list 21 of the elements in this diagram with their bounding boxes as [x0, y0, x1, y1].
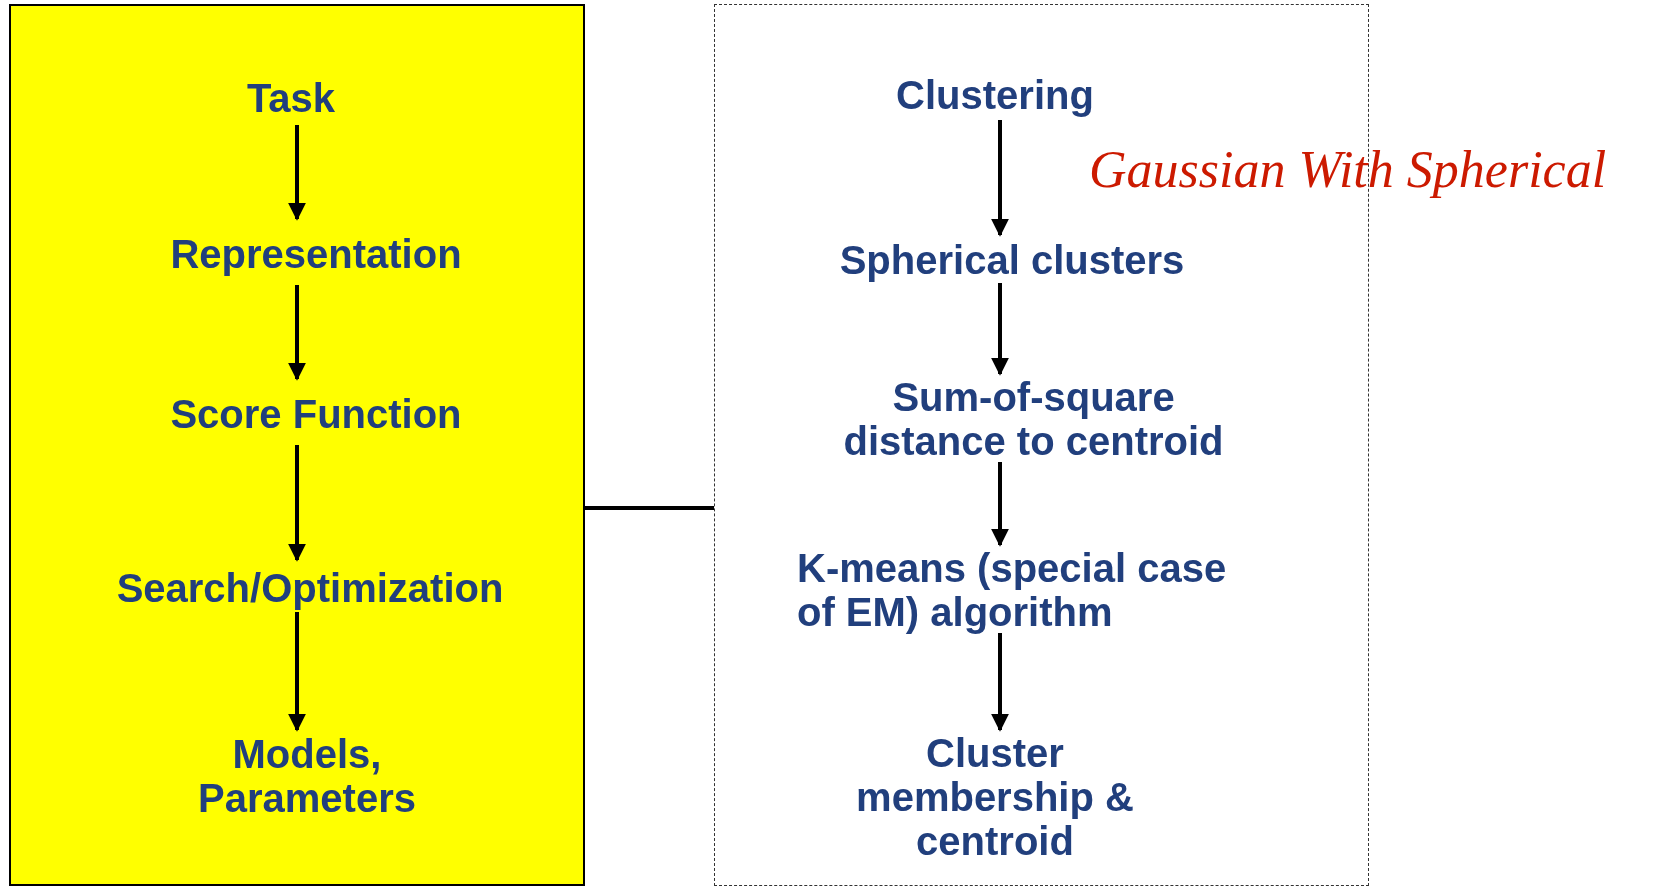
step-label: Sum-of-square distance to centroid	[842, 375, 1225, 463]
arrow	[991, 462, 1009, 547]
step-label: Representation	[170, 232, 462, 276]
arrow	[288, 285, 306, 381]
arrow	[991, 120, 1009, 237]
step-label: Clustering	[896, 73, 1094, 117]
step-label: Task	[246, 75, 336, 120]
step-label: Cluster membership & centroid	[855, 731, 1135, 863]
step-label: Models, Parameters	[197, 732, 417, 820]
step-label: K-means (special case of EM) algorithm	[797, 546, 1228, 634]
step-label: Search/Optimization	[116, 566, 504, 610]
connector-line	[585, 506, 714, 510]
arrow	[991, 283, 1009, 376]
handwritten-note: Gaussian With Spherical	[1089, 140, 1607, 199]
step-label: Spherical clusters	[839, 238, 1185, 282]
step-label: Score Function	[170, 392, 462, 436]
arrow	[991, 633, 1009, 732]
arrow	[288, 445, 306, 562]
arrow	[288, 125, 306, 221]
arrow	[288, 612, 306, 732]
framework-panel	[9, 4, 585, 886]
